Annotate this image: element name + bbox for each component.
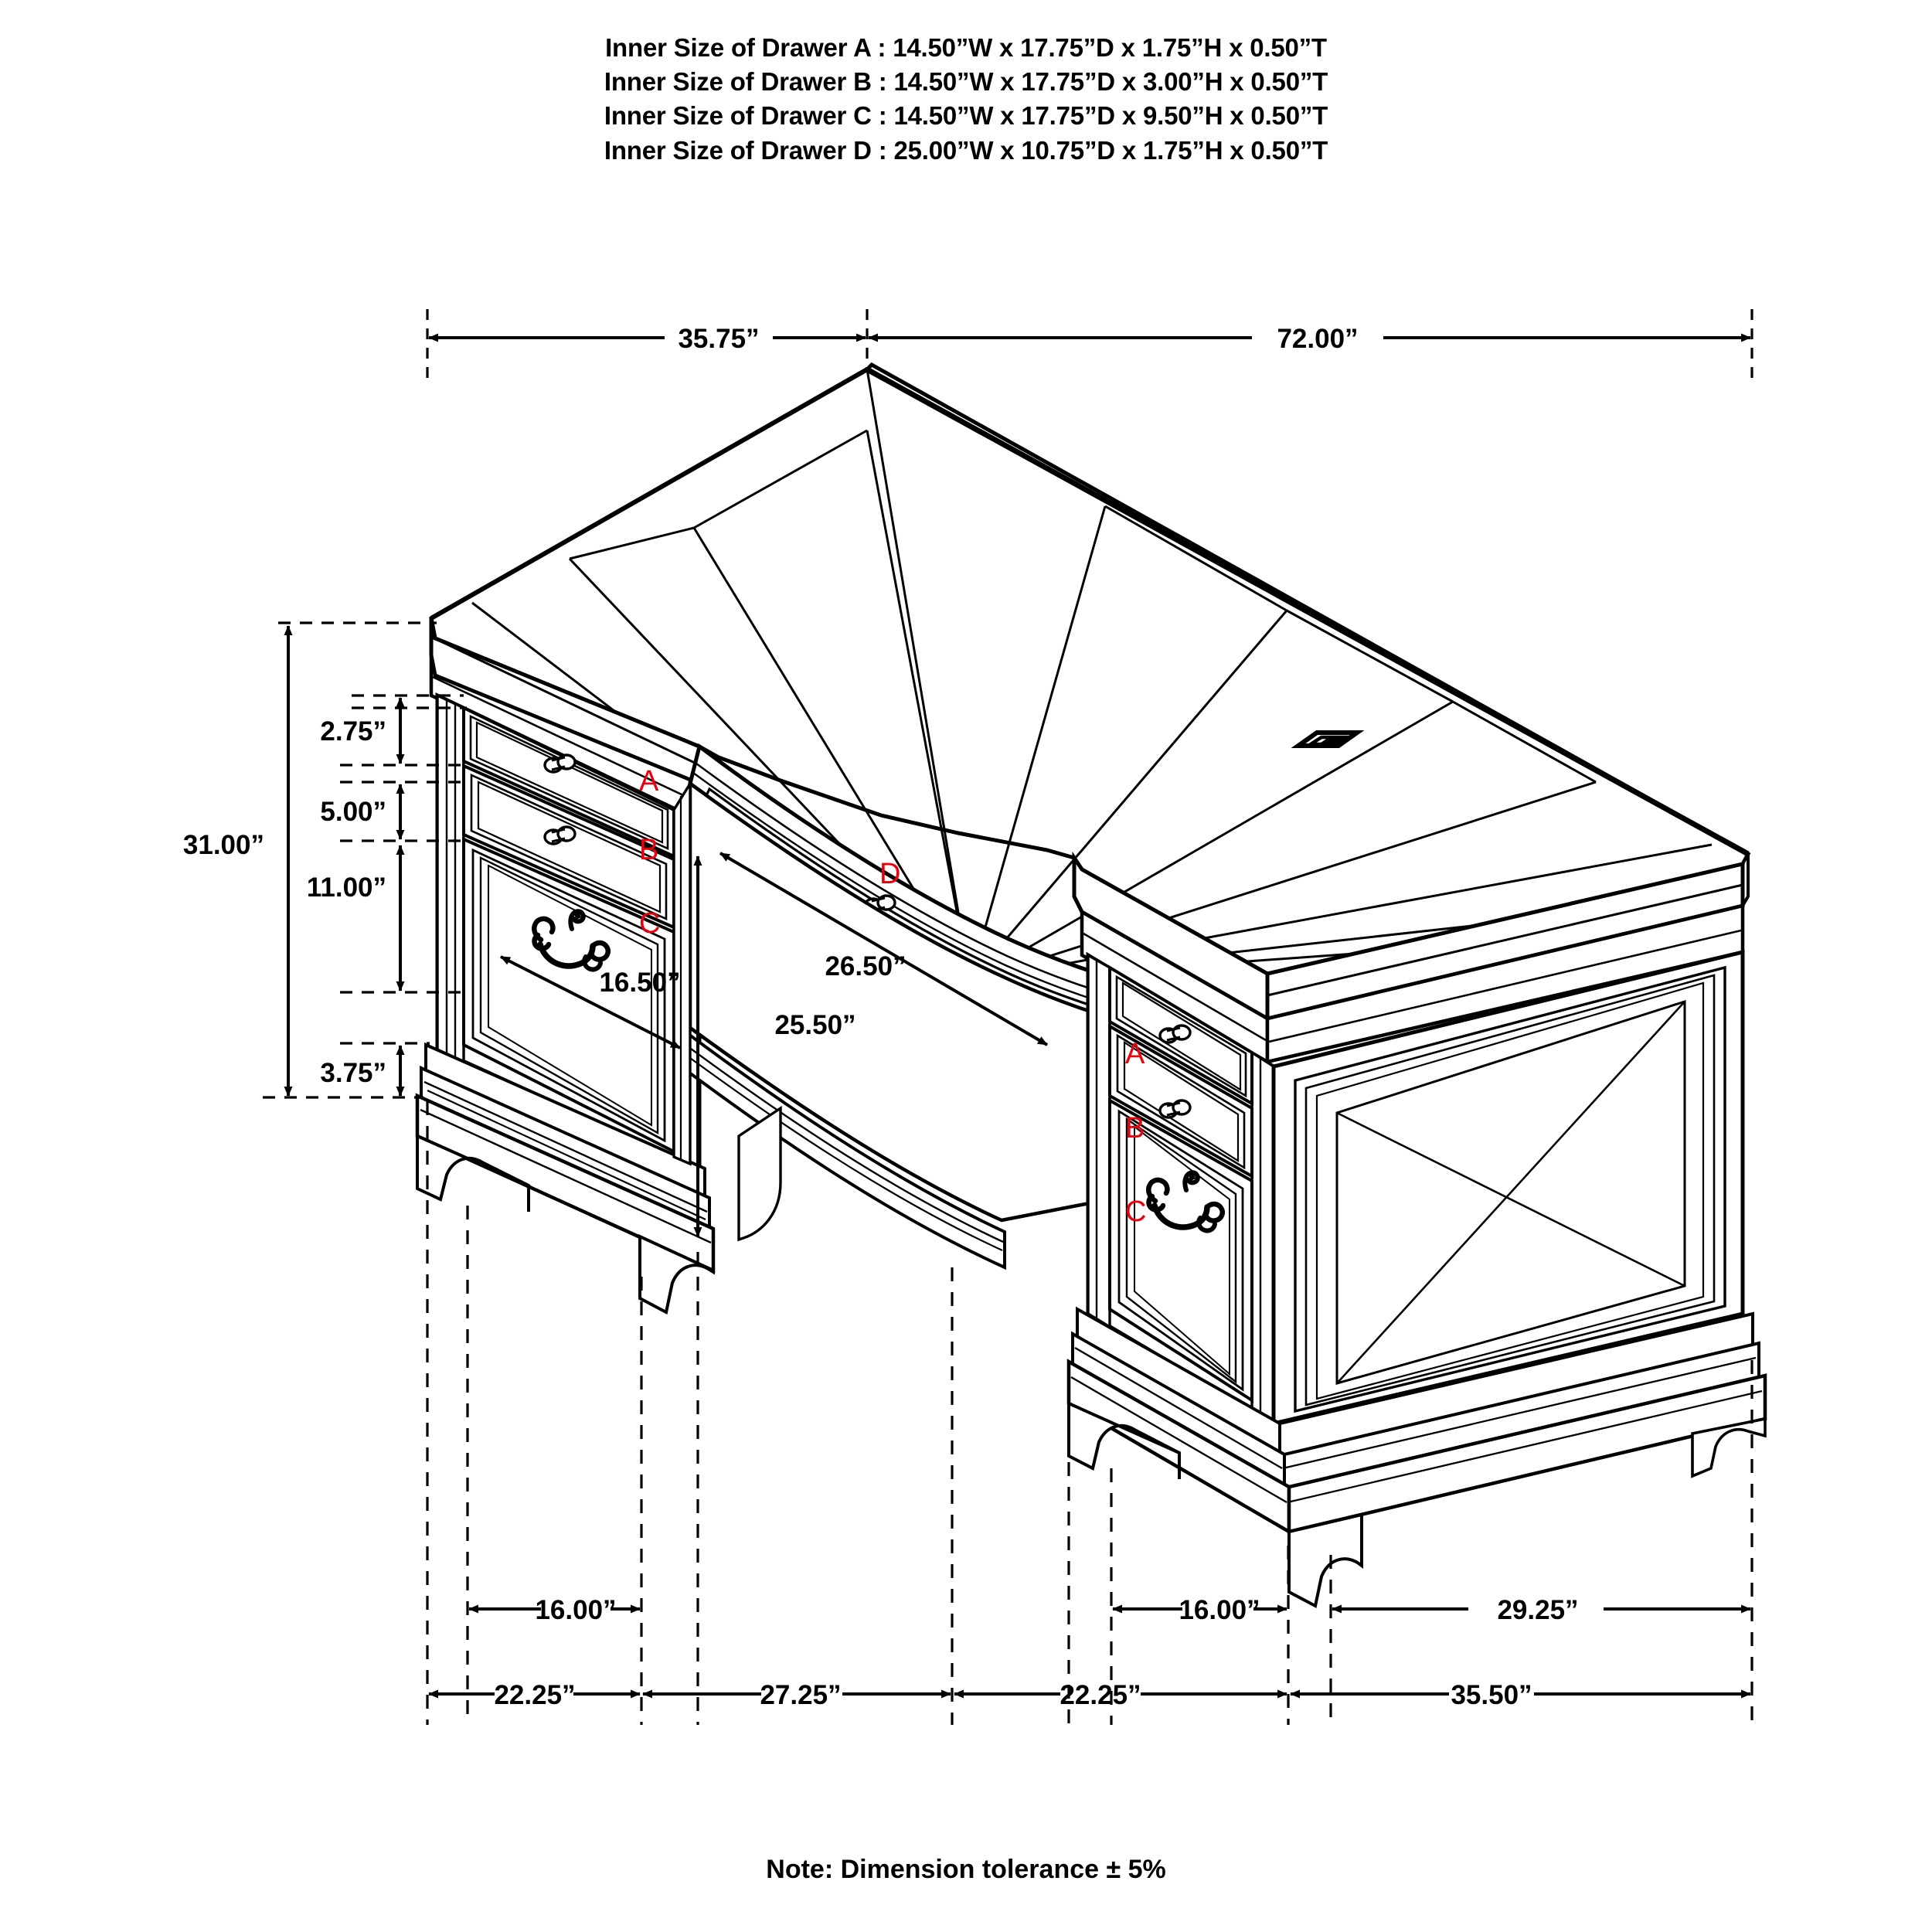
- dim-label-left-4: 3.75”: [320, 1058, 386, 1088]
- drawer-label-left-b: B: [639, 834, 658, 866]
- dim-label-16-50: 16.50”: [599, 968, 680, 998]
- drawer-label-left-c: C: [639, 907, 660, 940]
- drawer-knob-icon: [543, 753, 577, 774]
- drawer-label-group: A B C A B C D: [639, 765, 1146, 1228]
- drawer-label-left-a: A: [639, 765, 659, 798]
- left-pedestal-base-molding: [415, 1042, 716, 1274]
- dim-label-top-2: 72.00”: [1277, 324, 1358, 354]
- dim-72-00: 72.00”: [868, 324, 1751, 354]
- drawer-knob-icon: [543, 825, 577, 845]
- dim-label-25-50: 25.50”: [774, 1010, 855, 1040]
- drawer-label-right-c: C: [1125, 1196, 1146, 1228]
- drawer-spec-line-b: Inner Size of Drawer B : 14.50”W x 17.75…: [604, 67, 1328, 97]
- dim-label-bottom-u1: 16.00”: [535, 1595, 616, 1625]
- tolerance-note-text: Note: Dimension tolerance ± 5%: [766, 1855, 1166, 1884]
- drawer-a-right[interactable]: [1108, 964, 1253, 1107]
- left-dimension-stack: 31.00” 2.75” 5.00” 11.00” 3.75”: [183, 621, 467, 1099]
- dim-label-bottom-l3: 22.25”: [1060, 1680, 1141, 1710]
- dim-label-bottom-l1: 22.25”: [494, 1680, 575, 1710]
- right-pedestal: [1066, 903, 1767, 1609]
- dim-label-bottom-u3: 29.25”: [1497, 1595, 1578, 1625]
- dim-11-00: 11.00”: [307, 845, 405, 992]
- dim-16-00-left: 16.00”: [468, 1595, 641, 1625]
- drawer-spec-line-a: Inner Size of Drawer A : 14.50”W x 17.75…: [605, 33, 1327, 62]
- dim-26-50: 26.50”: [719, 852, 1049, 1046]
- drawer-label-center-d: D: [879, 858, 900, 890]
- bottom-dimension-upper: 16.00” 16.00” 29.25”: [468, 1595, 1751, 1625]
- dim-3-75: 3.75”: [320, 1045, 405, 1097]
- dim-25-50: 25.50”: [693, 855, 856, 1237]
- right-pedestal-foot-corner: [1287, 1512, 1363, 1609]
- dim-label-left-3: 11.00”: [307, 872, 386, 903]
- dim-5-00: 5.00”: [320, 784, 405, 840]
- dim-label-bottom-u2: 16.00”: [1179, 1595, 1260, 1625]
- dim-label-bottom-l2: 27.25”: [760, 1680, 841, 1710]
- dim-22-25-right: 22.25”: [954, 1680, 1287, 1710]
- dim-label-left-overall: 31.00”: [183, 830, 264, 860]
- dim-29-25: 29.25”: [1332, 1595, 1751, 1625]
- dim-label-left-2: 5.00”: [320, 797, 386, 827]
- dim-label-bottom-l4: 35.50”: [1451, 1680, 1532, 1710]
- drawer-label-right-b: B: [1125, 1112, 1145, 1145]
- dim-27-25: 27.25”: [642, 1680, 951, 1710]
- dim-label-26-50: 26.50”: [825, 951, 906, 981]
- dim-2-75: 2.75”: [320, 697, 405, 764]
- drawer-knob-icon: [1158, 1024, 1192, 1044]
- desktop-edge-right: [1072, 851, 1750, 1022]
- dim-16-00-right: 16.00”: [1112, 1595, 1287, 1625]
- drawer-spec-header: Inner Size of Drawer A : 14.50”W x 17.75…: [0, 31, 1932, 168]
- drawer-label-right-a: A: [1125, 1038, 1145, 1070]
- dim-16-50: 16.50”: [500, 955, 681, 1049]
- drawer-b-right[interactable]: [1108, 1023, 1253, 1179]
- left-pedestal-foot-corner: [638, 1233, 715, 1315]
- tolerance-note: Note: Dimension tolerance ± 5%: [0, 1855, 1932, 1885]
- bottom-extension-lines: [426, 1101, 1753, 1725]
- right-pedestal-base-molding: [1066, 1306, 1767, 1535]
- drawer-c-right[interactable]: [1108, 1097, 1253, 1403]
- body-dimensions: 16.50” 26.50” 25.50”: [500, 852, 1049, 1237]
- right-pedestal-foot-far: [1691, 1417, 1767, 1478]
- dim-22-25-left: 22.25”: [428, 1680, 641, 1710]
- bottom-dimension-lower: 22.25” 27.25” 22.25” 35.50”: [428, 1680, 1751, 1710]
- drawer-spec-line-d: Inner Size of Drawer D : 25.00”W x 10.75…: [604, 135, 1328, 165]
- dim-label-top-1: 35.75”: [678, 324, 759, 354]
- left-pedestal-foot-front: [416, 1133, 530, 1212]
- dim-35-50: 35.50”: [1290, 1680, 1751, 1710]
- dim-35-75: 35.75”: [428, 324, 866, 354]
- right-pedestal-foot-front: [1067, 1400, 1181, 1479]
- top-dimension-chain: 35.75” 72.00”: [426, 309, 1753, 386]
- drawer-knob-icon: [1158, 1099, 1192, 1119]
- side-panel-x-bracing: [1335, 999, 1686, 1385]
- dim-31-00: 31.00”: [183, 625, 293, 1097]
- dim-label-left-1: 2.75”: [320, 716, 386, 747]
- drawer-spec-line-c: Inner Size of Drawer C : 14.50”W x 17.75…: [604, 101, 1328, 131]
